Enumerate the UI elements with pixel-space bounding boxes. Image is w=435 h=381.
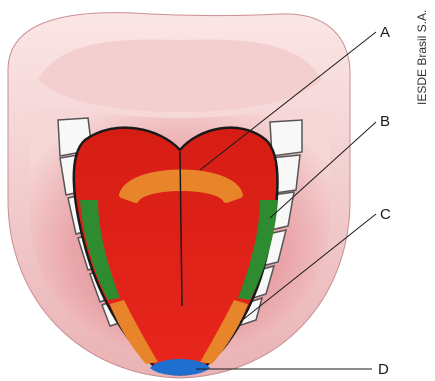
image-credit: IESDE Brasil S.A. xyxy=(415,10,429,105)
label-a: A xyxy=(380,24,390,41)
label-b: B xyxy=(380,113,390,130)
label-d: D xyxy=(378,361,389,378)
label-c: C xyxy=(380,206,391,223)
